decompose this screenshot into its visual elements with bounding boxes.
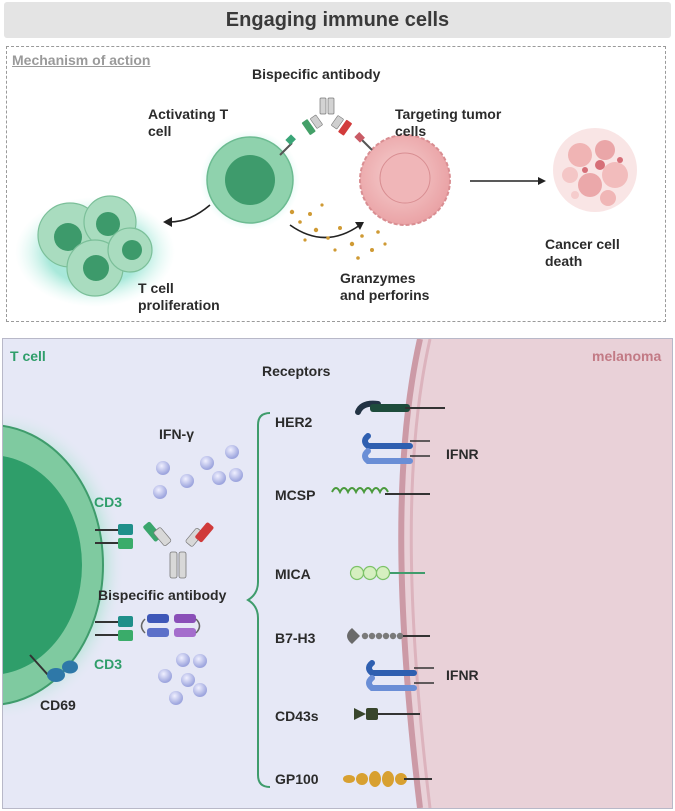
cd3-receptor-bottom (95, 616, 133, 641)
cd43s-receptor (354, 708, 420, 720)
mechanism-box (6, 46, 666, 322)
mechanism-illustration (15, 97, 637, 307)
receptor-her2: HER2 (275, 414, 313, 430)
granzymes-label: Granzymes and perforins (340, 270, 430, 303)
receptor-mcsp: MCSP (275, 487, 316, 503)
mcsp-receptor (331, 487, 430, 495)
ifnr-bottom-label: IFNR (446, 667, 479, 683)
bispecific-antibody-label: Bispecific antibody (98, 587, 227, 603)
cd3-receptor-top (95, 524, 133, 549)
receptors-heading: Receptors (262, 363, 331, 379)
ifnr-receptor-bottom (366, 660, 434, 691)
activating-tcell-label: Activating T cell (148, 106, 229, 139)
receptor-cd43s: CD43s (275, 708, 319, 724)
bispecific-antibody-full (143, 521, 214, 579)
tcell-proliferation-cluster (15, 195, 175, 307)
targeting-tumor-label: Targeting tumor cells (395, 106, 502, 139)
receptor-panel (2, 338, 673, 809)
cd69-receptor (29, 654, 78, 682)
receptor-b7h3: B7-H3 (275, 630, 316, 646)
cancer-death-icon (553, 128, 637, 212)
cd3-bottom-label: CD3 (94, 656, 123, 672)
melanoma-label: melanoma (592, 348, 662, 364)
b7h3-receptor (347, 628, 430, 644)
cd69-label: CD69 (40, 697, 76, 713)
tumor-cell (354, 132, 451, 226)
bispecific-antibody-icon (301, 97, 352, 136)
tandem-scfv-icon (140, 614, 201, 637)
cd3-top-label: CD3 (94, 494, 123, 510)
tcell-label: T cell (10, 348, 46, 364)
her2-receptor (355, 400, 445, 415)
cancer-death-label: Cancer cell death (545, 236, 620, 269)
activating-tcell (200, 130, 300, 230)
mechanism-label: Mechanism of action (12, 52, 151, 68)
receptor-gp100: GP100 (275, 771, 319, 787)
ifnr-receptor-top (362, 433, 430, 464)
ifn-gamma-particles-top (153, 445, 243, 499)
bispecific-top-label: Bispecific antibody (252, 66, 381, 82)
granzyme-dots (289, 203, 387, 260)
receptor-mica: MICA (275, 566, 311, 582)
gp100-receptor (343, 771, 432, 787)
ifnr-top-label: IFNR (446, 446, 479, 462)
title-bar: Engaging immune cells (4, 2, 671, 38)
ifn-gamma-label: IFN-γ (159, 426, 194, 442)
page-title: Engaging immune cells (225, 9, 450, 31)
mica-receptor (349, 565, 425, 581)
ifn-gamma-particles-bottom (158, 653, 207, 705)
proliferation-label: T cell proliferation (138, 280, 220, 313)
